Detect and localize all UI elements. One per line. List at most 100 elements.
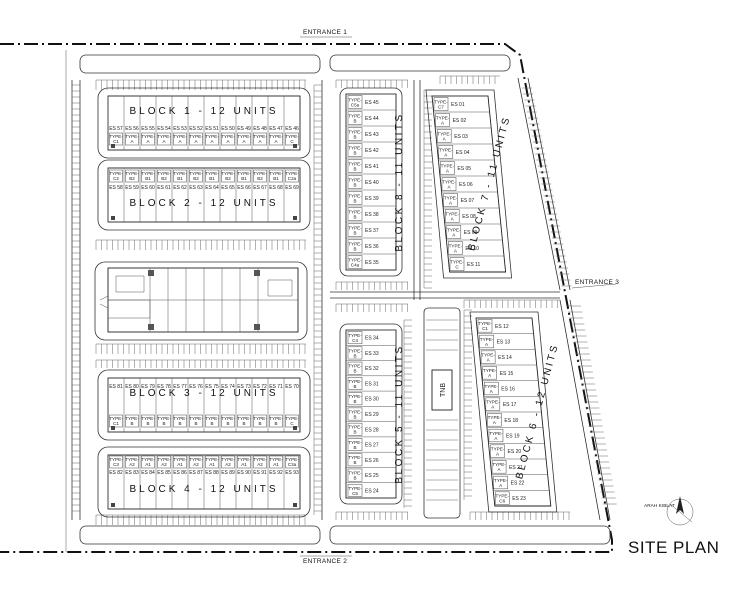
unit-es-53[interactable]: TYPE-AES 53	[171, 96, 187, 150]
unit-es-77[interactable]: TYPE-BES 77	[171, 378, 187, 432]
unit-es-80[interactable]: TYPE-BES 80	[123, 378, 139, 432]
unit-es-79[interactable]: TYPE-BES 79	[139, 378, 155, 432]
unit-es-78[interactable]: TYPE-BES 78	[155, 378, 171, 432]
unit-es-51[interactable]: TYPE-AES 51	[203, 96, 219, 150]
unit-es-76[interactable]: TYPE-BES 76	[187, 378, 203, 432]
tnb-substation[interactable]: TNB	[423, 307, 461, 519]
unit-es-72[interactable]: TYPE-BES 72	[251, 378, 267, 432]
unit-es-56[interactable]: TYPE-AES 56	[123, 96, 139, 150]
unit-es-54[interactable]: TYPE-AES 54	[155, 96, 171, 150]
unit-es-75[interactable]: TYPE-BES 75	[203, 378, 219, 432]
unit-es-50[interactable]: TYPE-AES 50	[219, 96, 235, 150]
unit-es-52[interactable]: TYPE-AES 52	[187, 96, 203, 150]
unit-es-47[interactable]: TYPE-AES 47	[267, 96, 283, 150]
unit-es-48[interactable]: TYPE-AES 48	[251, 96, 267, 150]
unit-es-55[interactable]: TYPE-AES 55	[139, 96, 155, 150]
unit-es-46[interactable]: TYPE-CES 46	[283, 96, 299, 150]
unit-es-49[interactable]: TYPE-AES 49	[235, 96, 251, 150]
unit-es-70[interactable]: TYPE-CES 70	[283, 378, 299, 432]
unit-es-73[interactable]: TYPE-BES 73	[235, 378, 251, 432]
unit-es-74[interactable]: TYPE-BES 74	[219, 378, 235, 432]
unit-es-71[interactable]: TYPE-BES 71	[267, 378, 283, 432]
